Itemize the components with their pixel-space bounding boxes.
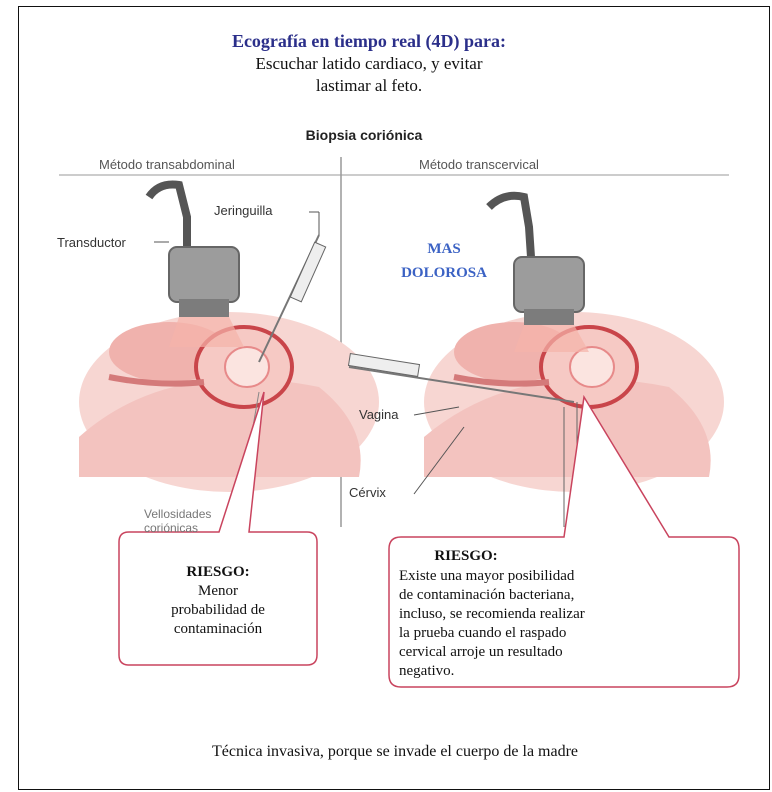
right-fetus	[570, 347, 614, 387]
left-method-label: Método transabdominal	[99, 157, 235, 172]
right-risk-line-2: de contaminación bacteriana,	[399, 586, 729, 605]
title-line-2: Escuchar latido cardiaco, y evitar lasti…	[159, 53, 579, 97]
title-line-1: Ecografía en tiempo real (4D) para:	[159, 31, 579, 52]
mas-dolorosa-note: MAS DOLOROSA	[379, 237, 509, 285]
left-risk-title: RIESGO:	[121, 563, 315, 582]
cervix-label: Cérvix	[349, 485, 386, 500]
mas-dolorosa-line-1: MAS	[379, 237, 509, 261]
right-risk-line-3: incluso, se recomienda realizar	[399, 605, 729, 624]
right-risk-title: RIESGO:	[391, 547, 541, 566]
left-risk-text: RIESGO: Menor probabilidad de contaminac…	[121, 563, 315, 639]
left-risk-line-2: probabilidad de	[121, 601, 315, 620]
figure-frame: Ecografía en tiempo real (4D) para: Escu…	[18, 6, 770, 790]
left-risk-line-3: contaminación	[121, 620, 315, 639]
title-line-2-text: Escuchar latido cardiaco, y evitar	[159, 53, 579, 75]
right-risk-line-5: cervical arroje un resultado	[399, 643, 729, 662]
diagram-title: Biopsia coriónica	[219, 127, 509, 143]
title-line-3-text: lastimar al feto.	[159, 75, 579, 97]
mas-dolorosa-line-2: DOLOROSA	[379, 261, 509, 285]
vellosidades-line-1: Vellosidades	[144, 507, 211, 521]
left-risk-line-1: Menor	[121, 582, 315, 601]
vellosidades-label: Vellosidades coriónicas	[144, 507, 211, 535]
right-method-label: Método transcervical	[419, 157, 539, 172]
right-risk-line-6: negativo.	[399, 662, 729, 681]
right-risk-text: Existe una mayor posibilidad de contamin…	[399, 567, 729, 681]
right-risk-line-4: la prueba cuando el raspado	[399, 624, 729, 643]
vagina-label: Vagina	[359, 407, 399, 422]
transductor-label: Transductor	[57, 235, 126, 250]
jeringuilla-label: Jeringuilla	[214, 203, 273, 218]
footer-caption: Técnica invasiva, porque se invade el cu…	[19, 743, 771, 761]
right-risk-line-1: Existe una mayor posibilidad	[399, 567, 729, 586]
vellosidades-line-2: coriónicas	[144, 521, 211, 535]
